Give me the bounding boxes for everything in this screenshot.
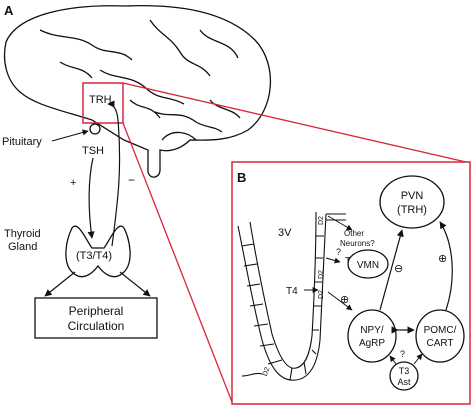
- third-ventricle-label: 3V: [278, 227, 292, 239]
- question-mark-1: ?: [336, 247, 341, 257]
- to-other-neurons-arrow: [327, 215, 353, 231]
- panel-a-letter: A: [4, 3, 14, 18]
- inhibit-minus-b: ⊖: [394, 263, 403, 275]
- question-mark-2: ?: [400, 349, 405, 359]
- t3ast-label-1: T3: [399, 366, 410, 376]
- zoom-line-top: [122, 82, 467, 163]
- stimulate-plus-c: ⊕: [438, 253, 447, 265]
- npy-label-1: NPY/: [360, 325, 384, 336]
- pituitary-gland-icon: [89, 123, 101, 135]
- pvn-label-2: (TRH): [397, 204, 427, 216]
- vmn-node: [347, 249, 389, 279]
- d2-label-c: D2: [318, 290, 325, 299]
- pvn-label-1: PVN: [401, 190, 424, 202]
- vmn-label: VMN: [357, 260, 379, 271]
- stimulate-plus: +: [70, 177, 76, 189]
- pomc-to-pvn-arrow: [439, 221, 453, 311]
- npy-agrp-node: [347, 309, 397, 363]
- d2-label-d: D2: [262, 366, 272, 377]
- panel-b-letter: B: [237, 170, 246, 185]
- t3t4-label: (T3/T4): [76, 250, 112, 262]
- tsh-to-thyroid-arrow: [87, 157, 95, 239]
- thyroid-gland-icon: [65, 225, 131, 278]
- peripheral-label-1: Peripheral: [69, 304, 124, 318]
- other-neurons-label-1: Other: [344, 229, 364, 238]
- ast-to-pomc-arrow: [413, 353, 423, 365]
- thyroid-label-2: Gland: [8, 241, 37, 253]
- d2-label-b: D2: [318, 270, 325, 279]
- pvn-node: [379, 175, 445, 229]
- d2-label-a: D2: [318, 216, 325, 225]
- peripheral-circulation-box: [34, 297, 158, 339]
- t3-to-npy-arrow: [327, 291, 353, 311]
- pomc-label-1: POMC/: [424, 325, 457, 336]
- peripheral-label-2: Circulation: [68, 319, 125, 333]
- zoom-highlight-box: [82, 82, 124, 124]
- brain-outline: [3, 5, 272, 178]
- t4-label: T4: [286, 286, 298, 297]
- pituitary-label: Pituitary: [2, 136, 42, 148]
- zoom-line-bottom: [122, 122, 233, 403]
- trh-label: TRH: [89, 94, 112, 106]
- thyroid-to-periphery-left-arrow: [44, 271, 76, 297]
- other-neurons-label-2: Neurons?: [340, 239, 375, 248]
- pomc-label-2: CART: [426, 338, 453, 349]
- inhibit-minus: −: [128, 173, 135, 187]
- t3ast-label-2: Ast: [397, 377, 411, 387]
- tsh-label: TSH: [82, 145, 104, 157]
- ast-to-npy-arrow: [389, 355, 397, 365]
- pomc-cart-node: [415, 309, 465, 363]
- thyroid-label-1: Thyroid: [4, 228, 41, 240]
- feedback-arrow: [107, 100, 121, 247]
- npy-to-pvn-arrow: [379, 229, 404, 311]
- t3-to-vmn-arrow: [325, 257, 341, 264]
- stimulate-plus-b: ⊕: [340, 294, 349, 306]
- t3-astrocyte-node: [389, 361, 419, 391]
- thyroid-to-periphery-right-arrow: [119, 271, 151, 297]
- npy-label-2: AgRP: [359, 338, 385, 349]
- third-ventricle-wall: [237, 211, 346, 381]
- pituitary-pointer-arrow: [51, 129, 89, 142]
